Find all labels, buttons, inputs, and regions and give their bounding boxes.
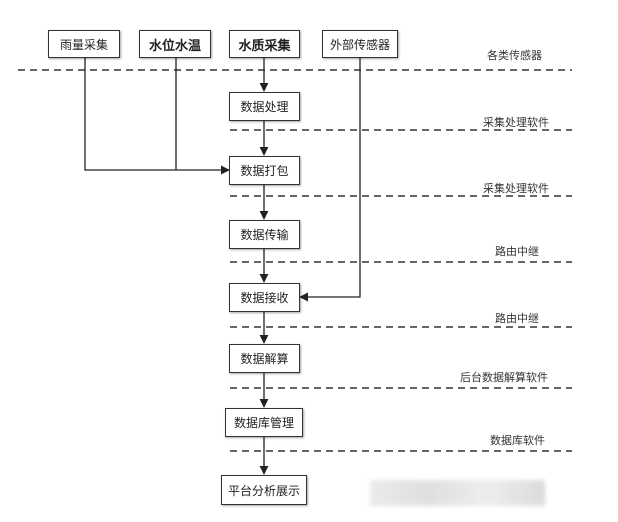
layer-label-sensors: 各类传感器 [487, 49, 542, 62]
platform-step-box: 平台分析展示 [221, 475, 307, 505]
rain-sensor-box: 雨量采集 [48, 30, 120, 58]
layer-label-database: 数据库软件 [490, 434, 545, 447]
db-manage-step-box: 数据库管理 [225, 408, 303, 437]
watermark-blur [370, 480, 545, 506]
external-sensor-box: 外部传感器 [322, 30, 398, 58]
water-quality-sensor-box: 水质采集 [229, 30, 300, 58]
arrow-external-to-receive [299, 58, 361, 302]
pack-step-box: 数据打包 [229, 156, 300, 185]
arrow-rain-to-pack [84, 58, 230, 175]
transmit-step-box: 数据传输 [229, 220, 300, 249]
decode-step-box: 数据解算 [229, 344, 300, 373]
receive-step-box: 数据接收 [229, 283, 300, 312]
layer-label-relay-1: 路由中继 [495, 245, 539, 258]
layer-label-collect-1: 采集处理软件 [483, 116, 549, 129]
layer-label-relay-2: 路由中继 [495, 312, 539, 325]
layer-label-collect-2: 采集处理软件 [483, 182, 549, 195]
water-level-sensor-box: 水位水温 [139, 30, 211, 58]
layer-label-backend: 后台数据解算软件 [460, 371, 548, 384]
process-step-box: 数据处理 [229, 92, 300, 121]
